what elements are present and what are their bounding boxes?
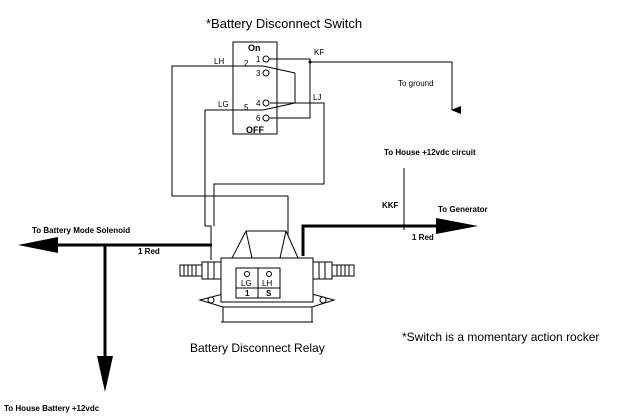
switch-pin-6-label: 6 [256, 114, 261, 123]
switch-pin-6 [262, 114, 270, 122]
to-house-battery-label: To House Battery +12vdc [4, 404, 100, 413]
switch-pin-4 [262, 99, 270, 107]
relay-caption: Battery Disconnect Relay [190, 341, 325, 355]
lg-wire [204, 102, 296, 260]
switch-note: *Switch is a momentary action rocker [402, 330, 599, 344]
red-cable-left-label: 1 Red [138, 247, 160, 256]
lj-wire [213, 102, 325, 226]
to-ground-label: To ground [398, 79, 434, 88]
switch-pin-4-label: 4 [256, 99, 261, 108]
switch-pin-2-label: 2 [244, 59, 249, 68]
to-battery-mode-solenoid-label: To Battery Mode Solenoid [32, 226, 130, 235]
generator-cable [301, 218, 478, 256]
relay-terminal-lg: LG [241, 279, 252, 288]
relay-terminal-s: S [266, 289, 272, 298]
kf-label: KF [314, 48, 324, 57]
to-house-circuit-label: To House +12vdc circuit [384, 148, 476, 157]
relay-terminal-lh: LH [262, 279, 272, 288]
switch-pin-1-label: 1 [256, 55, 261, 64]
switch-on-label: On [248, 43, 261, 53]
battery-disconnect-switch: On OFF 1 2 3 4 5 6 [232, 41, 278, 135]
kf-wire [269, 58, 461, 114]
relay-terminal-1: 1 [245, 289, 250, 298]
house-battery-cable [97, 245, 113, 392]
lg-wire-label: LG [218, 100, 229, 109]
kkf-label: KKF [382, 201, 399, 210]
lj-wire-label: LJ [313, 93, 321, 102]
switch-pin-5-label: 5 [244, 103, 249, 112]
battery-mode-solenoid-cable [18, 237, 212, 253]
switch-pin-3 [262, 69, 270, 77]
switch-off-label: OFF [246, 125, 264, 135]
lh-wire [171, 65, 296, 260]
to-generator-label: To Generator [438, 205, 488, 214]
battery-disconnect-relay [179, 230, 355, 323]
red-cable-right-label: 1 Red [412, 233, 434, 242]
switch-pin-1 [262, 55, 270, 63]
switch-pin-3-label: 3 [256, 69, 261, 78]
lh-wire-label: LH [214, 57, 224, 66]
diagram-title: *Battery Disconnect Switch [206, 16, 362, 31]
